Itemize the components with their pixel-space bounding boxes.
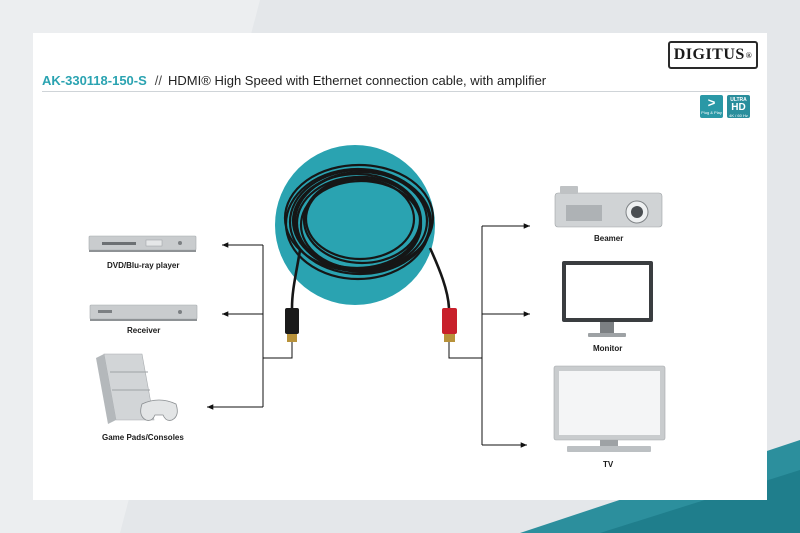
hdmi-plug-red [442,308,457,342]
brand-registered-mark: ® [745,50,753,60]
digitus-logo: DIGITUS® [668,41,758,69]
receiver-icon [89,304,198,321]
cable-product-image [275,145,457,342]
ultra-hd-top: ULTRA [730,97,747,103]
display-label-tv: TV [603,460,614,469]
product-description: HDMI® High Speed with Ethernet connectio… [168,73,547,88]
display-label-beamer: Beamer [594,234,624,243]
monitor-icon [562,261,653,337]
title-separator: // [154,73,163,88]
source-label-dvd: DVD/Blu-ray player [107,261,180,270]
ultra-hd-caption: 4K / 60 Hz [729,113,748,118]
plug-play-symbol: > [707,95,716,110]
source-label-receiver: Receiver [127,326,161,335]
plug-and-play-badge: > Plug & Play [700,95,723,118]
header-divider [42,91,750,92]
game-console-icon [96,353,178,424]
dvd-player-icon [88,235,197,252]
display-connector-lines [448,223,530,448]
tv-icon [553,365,666,452]
product-sku: AK-330118-150-S [42,73,147,88]
page-title: AK-330118-150-S // HDMI® High Speed with E… [42,73,546,88]
ultra-hd-main: HD [731,102,746,113]
display-label-monitor: Monitor [593,344,623,353]
ultra-hd-badge: ULTRA HD 4K / 60 Hz [727,95,750,118]
projector-icon [554,186,663,228]
brand-name: DIGITUS [673,46,745,63]
source-label-console: Game Pads/Consoles [102,433,184,442]
hdmi-plug-black [285,308,299,342]
plug-play-caption: Plug & Play [701,110,722,115]
source-connector-lines [207,242,293,410]
coiled-cable [283,163,435,281]
